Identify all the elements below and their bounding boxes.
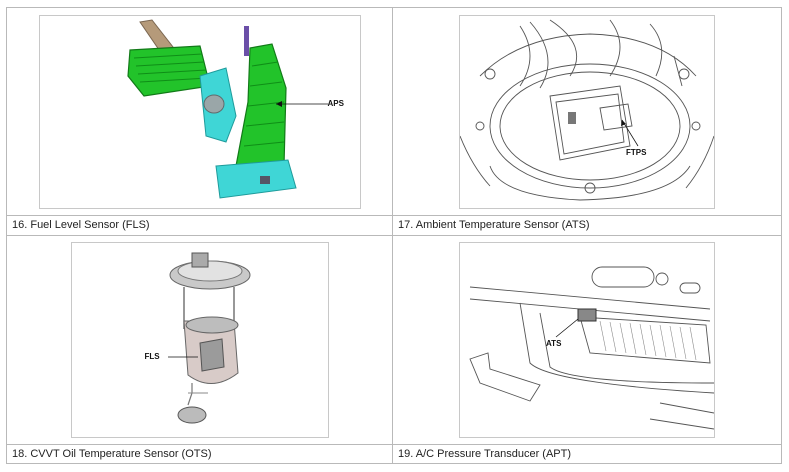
accelerator-pedal-illustration	[126, 18, 328, 199]
image-frame-2: FTPS	[459, 14, 715, 209]
callout-fls: FLS	[144, 352, 160, 361]
caption-1: 16. Fuel Level Sensor (FLS)	[7, 216, 393, 236]
panel-image-2: FTPS	[393, 8, 781, 216]
caption-2: 17. Ambient Temperature Sensor (ATS)	[393, 216, 781, 236]
callout-aps: APS	[327, 98, 344, 108]
fuel-pump-module-illustration	[167, 252, 250, 424]
callout-ftps: FTPS	[626, 147, 647, 157]
caption-4: 19. A/C Pressure Transducer (APT)	[398, 448, 572, 460]
fuel-tank-sensor-illustration	[460, 19, 714, 200]
bumper-sensor-illustration	[469, 266, 714, 430]
image-frame-1: APS	[38, 14, 361, 209]
panel-image-3: FLS	[7, 236, 393, 445]
caption-3: 18. CVVT Oil Temperature Sensor (OTS)	[7, 445, 393, 463]
panel-image-4: ATS	[393, 236, 781, 445]
image-frame-4: ATS	[459, 242, 715, 438]
sensor-table: APS	[6, 7, 782, 464]
image-frame-3: FLS	[70, 242, 329, 438]
callout-ats: ATS	[546, 339, 562, 348]
panel-image-1: APS	[7, 8, 393, 216]
